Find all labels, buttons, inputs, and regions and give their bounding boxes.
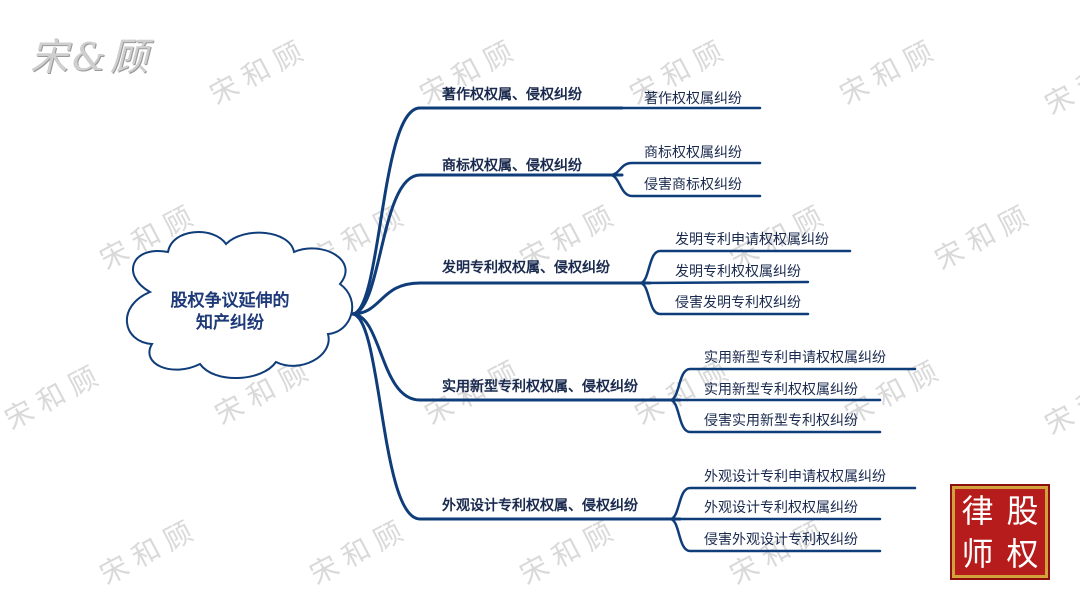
leaf-invention-ownership: 发明专利权权属纠纷 xyxy=(675,263,801,279)
leaf-design-ownership: 外观设计专利权权属纠纷 xyxy=(704,499,858,515)
connector-line xyxy=(668,398,882,434)
connector-line xyxy=(350,106,624,316)
leaf-utility-ownership: 实用新型专利权权属纠纷 xyxy=(704,381,858,397)
leaf-design-application-ownership: 外观设计专利申请权权属纠纷 xyxy=(704,468,886,484)
connector-line xyxy=(350,312,682,521)
seal-char: 师 xyxy=(961,534,994,573)
leaf-utility-infringement: 侵害实用新型专利权纠纷 xyxy=(704,412,858,428)
connector-line xyxy=(608,173,762,198)
seal-char: 权 xyxy=(1006,534,1039,573)
connector-line xyxy=(638,281,810,316)
root-node-line-2: 知产纠纷 xyxy=(196,313,264,332)
branch-design-patent: 外观设计专利权权属、侵权纠纷 xyxy=(442,497,638,513)
leaf-trademark-infringement: 侵害商标权纠纷 xyxy=(644,176,742,192)
branch-invention-patent: 发明专利权权属、侵权纠纷 xyxy=(442,259,610,275)
connector-line xyxy=(350,173,624,316)
seal-char: 律 xyxy=(961,491,994,530)
connector-line xyxy=(638,280,810,285)
root-node-line-1: 股权争议延伸的 xyxy=(170,291,290,310)
lawyer-seal-stamp: 律 股 师 权 xyxy=(952,486,1048,578)
brand-logo: 宋&顾 xyxy=(30,35,152,79)
branch-trademark: 商标权权属、侵权纠纷 xyxy=(442,157,582,173)
leaf-utility-application-ownership: 实用新型专利申请权权属纠纷 xyxy=(704,349,886,365)
leaf-trademark-ownership: 商标权权属纠纷 xyxy=(644,144,742,160)
leaf-invention-application-ownership: 发明专利申请权权属纠纷 xyxy=(675,231,829,247)
connector-line xyxy=(350,312,682,402)
root-cloud-shape xyxy=(125,231,354,379)
branch-copyright: 著作权权属、侵权纠纷 xyxy=(442,86,582,102)
seal-char: 股 xyxy=(1006,491,1039,530)
root-node: 股权争议延伸的 知产纠纷 xyxy=(150,290,310,334)
leaf-design-infringement: 侵害外观设计专利权纠纷 xyxy=(704,531,858,547)
connector-line xyxy=(350,281,652,316)
branch-utility-model-patent: 实用新型专利权权属、侵权纠纷 xyxy=(442,378,638,394)
leaf-invention-infringement: 侵害发明专利权纠纷 xyxy=(675,294,801,310)
leaf-copyright-ownership: 著作权权属纠纷 xyxy=(644,90,742,106)
connector-line xyxy=(668,517,882,553)
